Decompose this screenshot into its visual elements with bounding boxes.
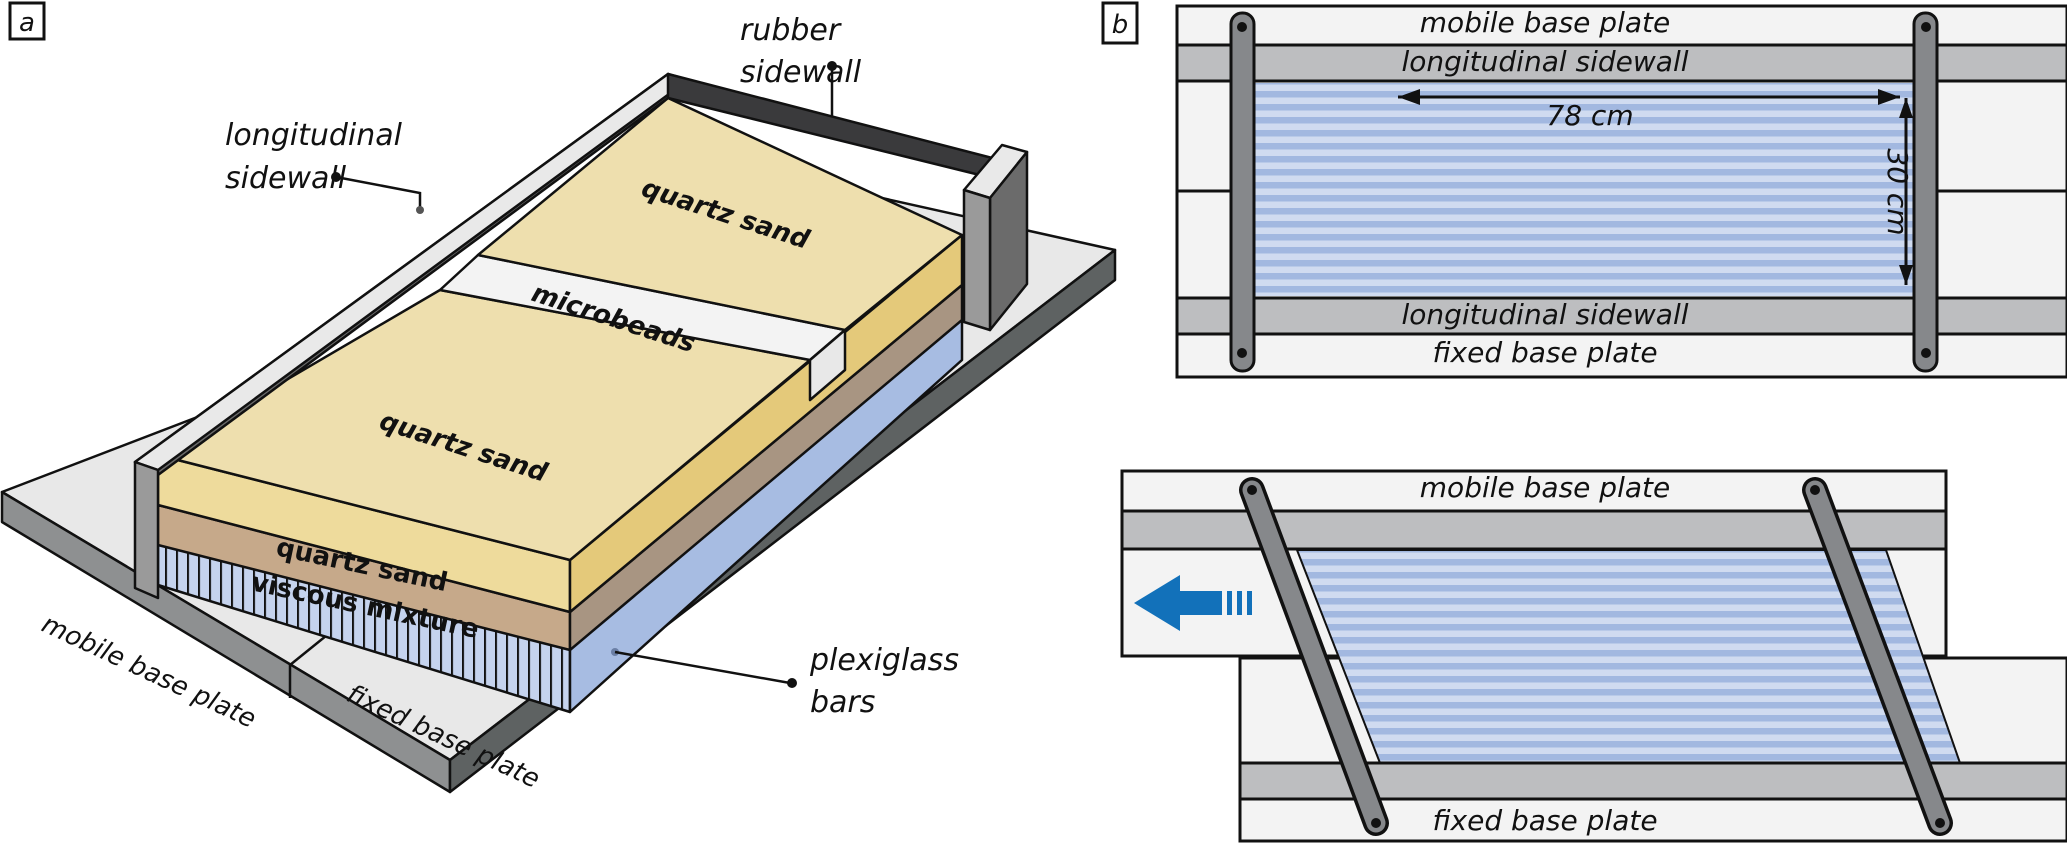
arrow-left-icon — [1134, 575, 1252, 631]
label-bottom-fixed-base-plate: fixed base plate — [1432, 804, 1657, 837]
linkage-bar-right-sheared — [1802, 477, 1953, 836]
panel-a: a — [0, 1, 1117, 795]
label-longitudinal-line1: longitudinal — [225, 118, 403, 153]
label-plexiglass-line1: plexiglass — [809, 643, 959, 678]
dimension-30cm: 30 cm — [1881, 98, 1914, 285]
dimension-78cm: 78 cm — [1398, 89, 1900, 132]
linkage-bar-right — [1912, 11, 1939, 373]
label-top-fixed-base-plate: fixed base plate — [1432, 336, 1657, 369]
label-top-longitudinal-sidewall: longitudinal sidewall — [1401, 45, 1688, 78]
panel-a-label: a — [19, 8, 35, 38]
label-bottom-mobile-base-plate: mobile base plate — [1420, 471, 1670, 504]
panel-b-label: b — [1112, 10, 1129, 40]
panel-a-label-box — [8, 1, 46, 41]
panel-b-label-box — [1101, 1, 1139, 45]
label-longitudinal-line2: sidewall — [225, 161, 347, 196]
callout-longitudinal-sidewall: longitudinal sidewall — [225, 118, 424, 214]
label-78cm: 78 cm — [1546, 99, 1633, 132]
label-top-mobile-base-plate: mobile base plate — [1420, 6, 1670, 39]
end-post — [962, 143, 1029, 332]
callout-plexiglass-bars: plexiglass bars — [611, 643, 959, 720]
linkage-bar-left-sheared — [1239, 477, 1389, 836]
label-bottom-longitudinal-sidewall: longitudinal sidewall — [1401, 298, 1688, 331]
panel-b-top-diagram: 78 cm 30 cm mobile base plate longitudin… — [1175, 4, 2067, 379]
label-rubber-line2: sidewall — [740, 55, 862, 90]
label-plexiglass-line2: bars — [810, 685, 875, 720]
panel-b: b 78 cm 30 cm — [1101, 1, 2067, 843]
panel-b-bottom-diagram: mobile base plate fixed base plate — [1120, 469, 2067, 843]
label-30cm: 30 cm — [1881, 148, 1914, 235]
quartz-sand-top-back — [476, 96, 964, 332]
plexiglass-stripes — [1244, 83, 1916, 296]
callout-rubber-sidewall: rubber sidewall — [740, 13, 862, 117]
label-rubber-line1: rubber — [740, 13, 842, 48]
linkage-bar-left — [1229, 11, 1256, 373]
